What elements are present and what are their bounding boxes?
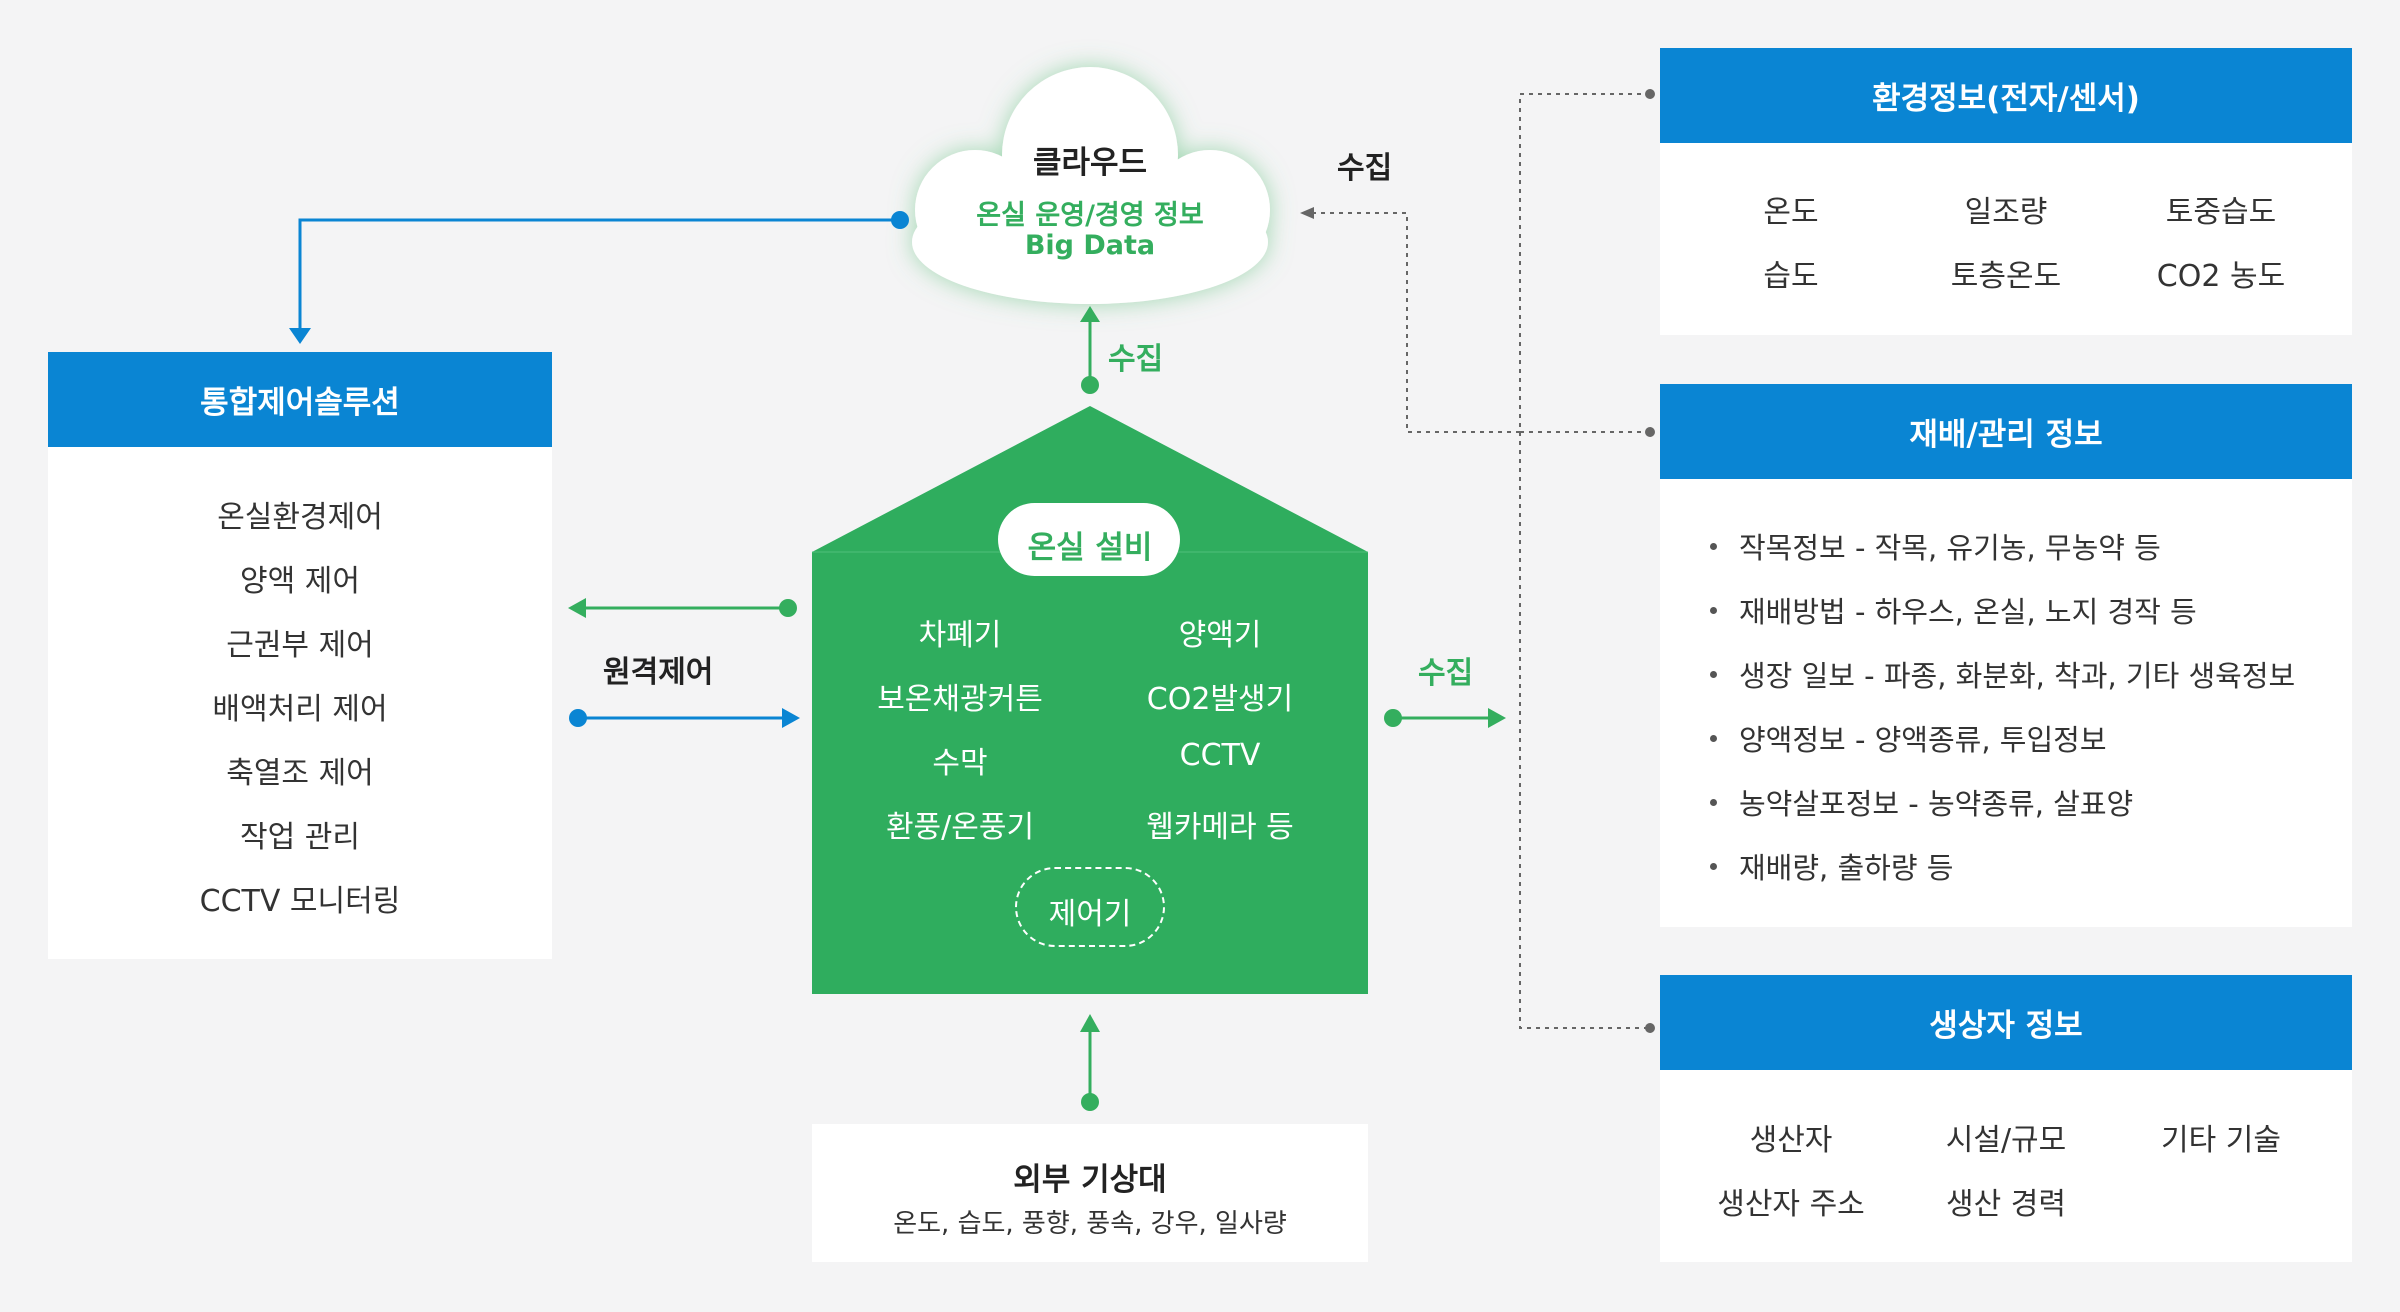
env-info-item: 토중습도 [2165,195,2277,230]
info-collect-dotted-lines [1310,93,1650,1029]
house-equipment-item: 수막 [932,746,988,781]
integrated-solution-item: 양액 제어 [240,564,360,599]
integrated-solution-item: 온실환경제어 [217,500,383,535]
cultivation-info-item: 생장 일보 - 파종, 화분화, 착과, 기타 생육정보 [1710,653,2295,695]
integrated-solution-item: 근권부 제어 [226,628,374,663]
cultivation-info-item: 양액정보 - 양액종류, 투입정보 [1710,717,2107,759]
cultivation-info-item: 농약살포정보 - 농약종류, 살표양 [1710,781,2133,823]
collect-label-top: 수집 [1337,151,1393,186]
bullet-dot-icon [1710,862,1717,870]
house-equipment-item: CCTV [1179,738,1261,773]
env-info-item: 토층온도 [1950,259,2062,294]
house-equipment-item: CO2발생기 [1146,682,1294,717]
house-shape [812,406,1368,994]
producer-info-item: 기타 기술 [2161,1123,2281,1158]
integrated-solution-title: 통합제어솔루션 [48,352,552,447]
cultivation-info-title: 재배/관리 정보 [1660,384,2352,479]
env-info-item: CO2 농도 [2156,259,2286,294]
cloud-line2: Big Data [1024,230,1156,261]
env-info-item: 온도 [1763,195,1819,230]
remote-control-label: 원격제어 [603,655,714,690]
weather-station-title: 외부 기상대 [1013,1162,1167,1198]
producer-info-panel [1660,1070,2352,1262]
cultivation-info-text: 농약살포정보 - 농약종류, 살표양 [1739,787,2134,821]
bullet-dot-icon [1710,734,1717,742]
cultivation-info-item: 재배방법 - 하우스, 온실, 노지 경작 등 [1710,589,2197,631]
cloud-line1: 온실 운영/경영 정보 [976,200,1204,231]
controller-label: 제어기 [1048,897,1132,932]
env-info-title: 환경정보(전자/센서) [1660,48,2352,143]
env-info-item: 일조량 [1964,195,2048,230]
integrated-solution-item: CCTV 모니터링 [199,884,401,919]
weather-to-house-arrow [1080,1014,1100,1111]
producer-info-item: 생산 경력 [1946,1187,2066,1222]
house-equipment-item: 웹카메라 등 [1146,810,1294,845]
house-to-cloud-arrow [1080,306,1100,394]
house-title-pill [998,503,1180,576]
integrated-solution-item: 축열조 제어 [226,756,374,791]
cultivation-info-item: 작목정보 - 작목, 유기농, 무농약 등 [1710,525,2161,567]
bullet-dot-icon [1710,606,1717,614]
house-right-collect-arrow [1384,708,1506,728]
cultivation-info-text: 재배량, 출하량 등 [1739,851,1954,885]
house-equipment-item: 환풍/온풍기 [885,810,1035,845]
cultivation-info-item: 재배량, 출하량 등 [1710,845,1953,887]
env-info-item: 습도 [1763,259,1819,294]
house-equipment-item: 양액기 [1178,618,1262,653]
cloud-shape [912,67,1270,304]
cultivation-info-text: 생장 일보 - 파종, 화분화, 착과, 기타 생육정보 [1739,659,2296,693]
house-equipment-item: 차폐기 [918,618,1002,653]
bullet-dot-icon [1710,542,1717,550]
cultivation-info-text: 재배방법 - 하우스, 온실, 노지 경작 등 [1739,595,2197,629]
producer-info-item: 생산자 [1749,1123,1833,1158]
cultivation-info-text: 양액정보 - 양액종류, 투입정보 [1739,723,2107,757]
weather-station-items: 온도, 습도, 풍향, 풍속, 강우, 일사량 [893,1209,1287,1239]
collect-label-house: 수집 [1108,342,1164,377]
bullet-dot-icon [1710,798,1717,806]
remote-control-arrows [568,598,800,728]
cloud-to-solution-arrow [289,211,909,344]
producer-info-item: 시설/규모 [1945,1123,2067,1158]
controller-badge [1015,867,1165,947]
integrated-solution-panel [48,447,552,959]
collect-label-right: 수집 [1418,656,1474,691]
env-info-panel [1660,143,2352,335]
cloud-title: 클라우드 [1032,145,1148,181]
integrated-solution-item: 작업 관리 [240,820,360,855]
house-equipment-item: 보온채광커튼 [877,682,1043,717]
weather-station-panel [812,1124,1368,1262]
cultivation-info-text: 작목정보 - 작목, 유기농, 무농약 등 [1739,531,2161,565]
bullet-dot-icon [1710,670,1717,678]
house-title: 온실 설비 [1027,530,1153,566]
cultivation-info-panel [1660,479,2352,927]
producer-info-item: 생산자 주소 [1717,1187,1865,1222]
integrated-solution-item: 배액처리 제어 [212,692,388,727]
producer-info-title: 생상자 정보 [1660,975,2352,1070]
